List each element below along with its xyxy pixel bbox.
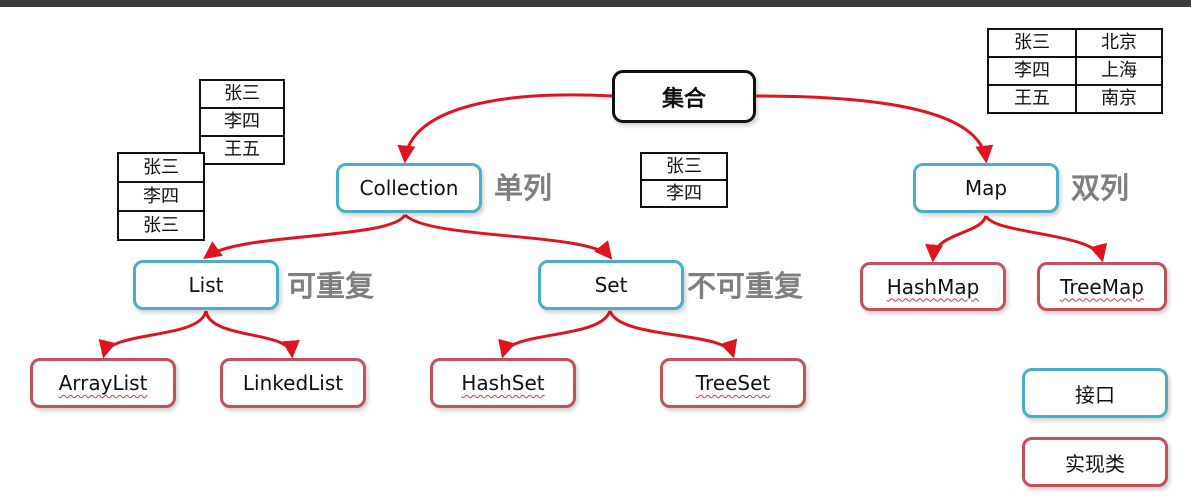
list-tag: 可重复 xyxy=(287,269,375,303)
legend-implementation-label: 实现类 xyxy=(1065,451,1125,476)
treemap-label: TreeMap xyxy=(1060,274,1144,299)
map-key-cell: 王五 xyxy=(987,84,1077,114)
edge-set-hashset xyxy=(498,310,612,359)
map-pairs-table: 张三 北京 李四 上海 王五 南京 xyxy=(987,28,1163,114)
set-label: Set xyxy=(594,273,628,297)
hashset-label: HashSet xyxy=(461,371,545,395)
list-duplicate-row: 张三 xyxy=(117,210,205,241)
list-label: List xyxy=(188,273,224,297)
list-order-cell: 王五 xyxy=(199,135,285,165)
treeset-label: TreeSet xyxy=(695,371,771,395)
legend-interface-label: 接口 xyxy=(1075,382,1115,407)
hashmap-label: HashMap xyxy=(886,274,980,299)
edge-map-hashmap xyxy=(925,215,988,263)
list-duplicate-cell: 张三 xyxy=(117,152,205,183)
arraylist-label: ArrayList xyxy=(58,371,148,395)
edge-list-arraylist xyxy=(98,310,208,359)
linkedlist-label: LinkedList xyxy=(242,371,344,395)
list-order-row: 李四 xyxy=(199,107,285,137)
set-unique-cell: 李四 xyxy=(640,179,728,208)
list-order-row: 张三 xyxy=(199,79,285,109)
edge-root-map xyxy=(755,94,994,164)
edge-collection-list xyxy=(203,213,407,260)
set-unique-row: 张三 xyxy=(640,152,728,181)
map-value-cell: 北京 xyxy=(1075,28,1163,58)
top-bar xyxy=(0,0,1191,7)
map-pairs-row: 王五 南京 xyxy=(987,84,1163,114)
map-pairs-row: 张三 北京 xyxy=(987,28,1163,58)
list-order-cell: 张三 xyxy=(199,79,285,109)
treemap-class-node: TreeMap xyxy=(1037,262,1167,311)
hashset-class-node: HashSet xyxy=(430,358,576,408)
list-duplicate-row: 张三 xyxy=(117,152,205,183)
edge-map-treemap xyxy=(984,215,1108,263)
set-unique-row: 李四 xyxy=(640,179,728,208)
map-interface-node: Map xyxy=(913,163,1059,213)
list-order-row: 王五 xyxy=(199,135,285,165)
linkedlist-class-node: LinkedList xyxy=(220,358,366,408)
list-duplicate-cell: 李四 xyxy=(117,181,205,212)
edge-collection-set xyxy=(403,213,613,260)
arraylist-class-node: ArrayList xyxy=(30,358,176,408)
collection-label: Collection xyxy=(359,176,459,200)
map-tag: 双列 xyxy=(1071,171,1130,205)
collection-root-node: 集合 xyxy=(612,70,756,123)
list-order-table: 张三 李四 王五 xyxy=(199,79,285,165)
set-unique-table: 张三 李四 xyxy=(640,152,728,208)
collection-tag: 单列 xyxy=(494,171,553,205)
legend-interface-box: 接口 xyxy=(1022,368,1168,418)
map-value-cell: 上海 xyxy=(1075,56,1163,86)
list-duplicate-row: 李四 xyxy=(117,181,205,212)
hashmap-class-node: HashMap xyxy=(860,262,1006,311)
set-interface-node: Set xyxy=(538,260,684,310)
list-duplicate-table: 张三 李四 张三 xyxy=(117,152,205,241)
map-key-cell: 李四 xyxy=(987,56,1077,86)
map-pairs-row: 李四 上海 xyxy=(987,56,1163,86)
root-label: 集合 xyxy=(661,86,706,112)
legend-implementation-box: 实现类 xyxy=(1022,437,1168,487)
collection-interface-node: Collection xyxy=(336,163,482,213)
list-duplicate-cell: 张三 xyxy=(117,210,205,241)
edge-set-treeset xyxy=(608,310,738,359)
set-tag: 不可重复 xyxy=(687,269,804,303)
treeset-class-node: TreeSet xyxy=(660,358,806,408)
list-order-cell: 李四 xyxy=(199,107,285,137)
list-interface-node: List xyxy=(133,260,279,310)
map-label: Map xyxy=(964,176,1008,200)
edge-list-linkedlist xyxy=(204,310,300,359)
map-key-cell: 张三 xyxy=(987,28,1077,58)
map-value-cell: 南京 xyxy=(1075,84,1163,114)
set-unique-cell: 张三 xyxy=(640,152,728,181)
edge-root-collection xyxy=(397,93,613,164)
